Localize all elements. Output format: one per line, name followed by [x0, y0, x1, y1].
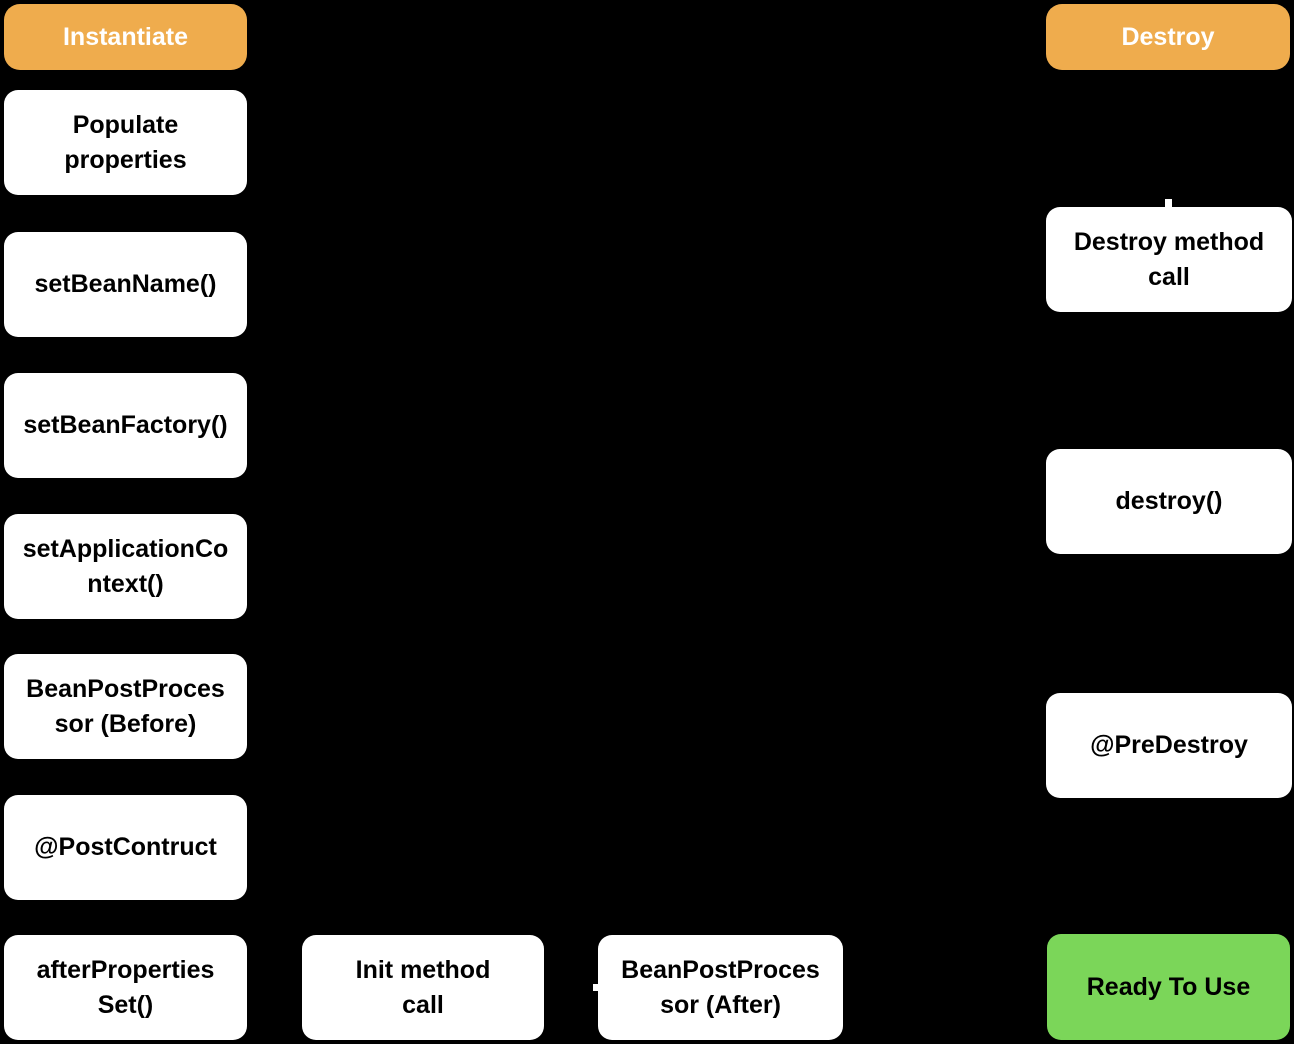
stage-instantiate: Instantiate	[4, 4, 247, 70]
arrow-remnant-left-of-beanpostprocessor-after	[593, 984, 600, 991]
step-set-application-context: setApplicationCo ntext()	[4, 514, 247, 619]
step-set-bean-name: setBeanName()	[4, 232, 247, 337]
step-ready-to-use: Ready To Use	[1047, 934, 1290, 1040]
step-bean-post-processor-after: BeanPostProces sor (After)	[598, 935, 843, 1040]
step-destroy: destroy()	[1046, 449, 1292, 554]
step-pre-destroy: @PreDestroy	[1046, 693, 1292, 798]
step-set-bean-factory: setBeanFactory()	[4, 373, 247, 478]
stage-destroy: Destroy	[1046, 4, 1290, 70]
step-bean-post-processor-before: BeanPostProces sor (Before)	[4, 654, 247, 759]
step-init-method-call: Init method call	[302, 935, 544, 1040]
arrow-remnant-above-destroy-method-call	[1165, 199, 1172, 209]
step-populate-properties: Populate properties	[4, 90, 247, 195]
step-destroy-method-call: Destroy method call	[1046, 207, 1292, 312]
step-post-construct: @PostContruct	[4, 795, 247, 900]
step-after-properties-set: afterProperties Set()	[4, 935, 247, 1040]
